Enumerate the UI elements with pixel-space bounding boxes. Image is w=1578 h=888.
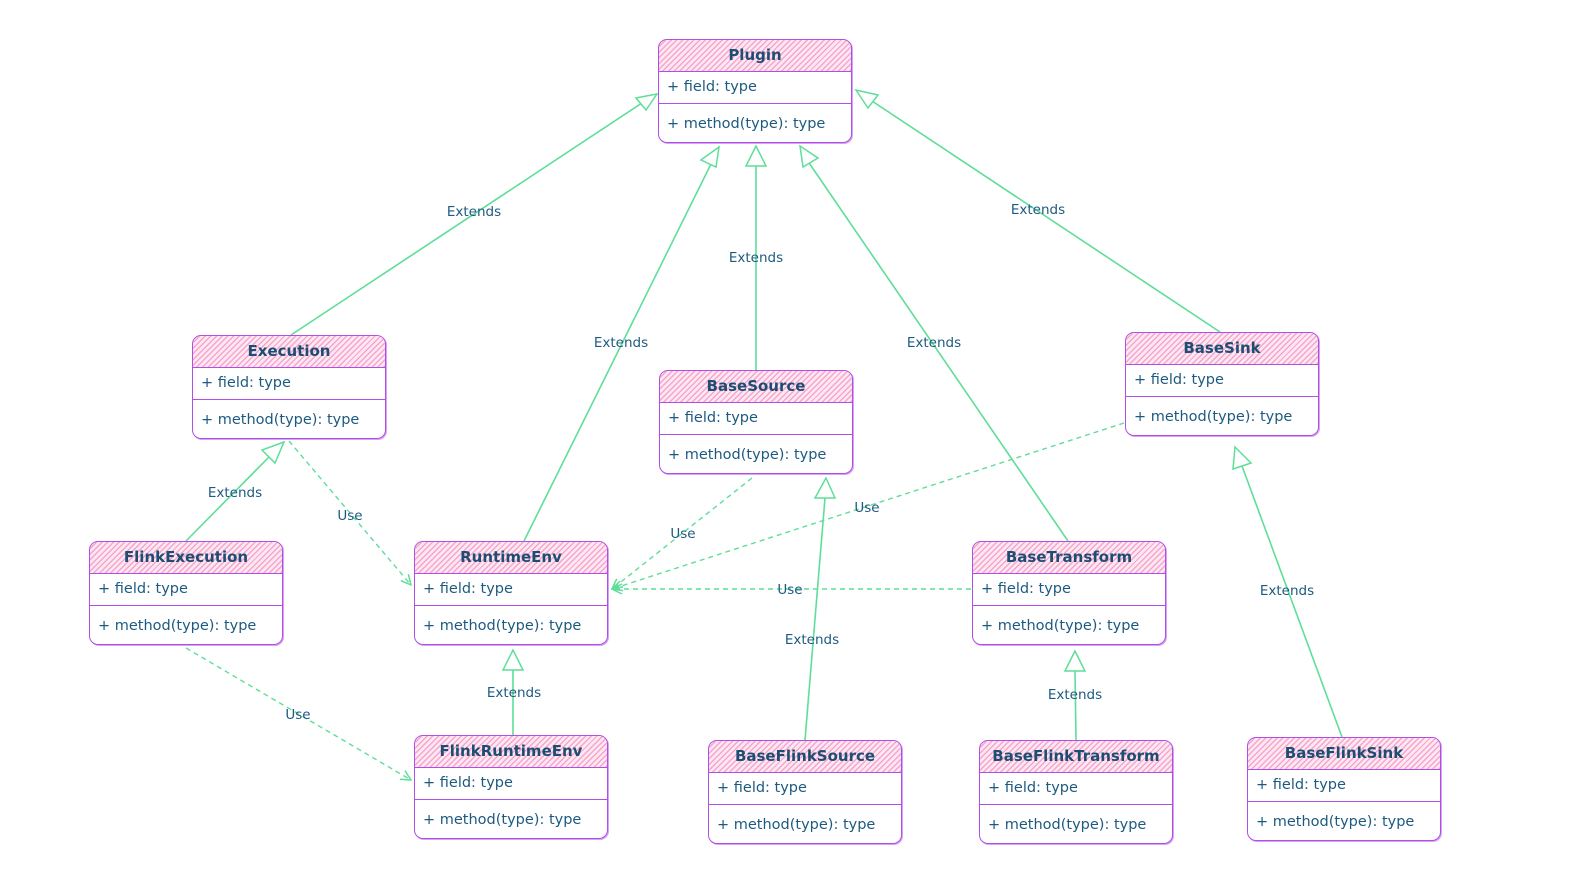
class-method: + method(type): type <box>98 618 257 634</box>
class-name: BaseFlinkSink <box>1248 738 1440 770</box>
class-field: + field: type <box>973 574 1165 606</box>
edge-label: Use <box>854 500 879 516</box>
class-flinkruntimeenv[interactable]: FlinkRuntimeEnv + field: type + method(t… <box>414 735 608 839</box>
class-field: + field: type <box>659 72 851 104</box>
class-method: + method(type): type <box>717 817 876 833</box>
edge-flinkexecution-use-flinkruntimeenv: Use <box>185 647 411 780</box>
edge-label: Extends <box>1260 583 1314 599</box>
class-baseflinksink[interactable]: BaseFlinkSink + field: type + method(typ… <box>1247 737 1441 841</box>
class-field: + field: type <box>980 773 1172 805</box>
class-method: + method(type): type <box>981 618 1140 634</box>
class-method: + method(type): type <box>668 447 827 463</box>
class-name: BaseSink <box>1126 333 1318 365</box>
class-field: + field: type <box>660 403 852 435</box>
inheritance-arrowhead <box>1063 649 1087 672</box>
edge-label: Extends <box>785 632 839 648</box>
class-field: + field: type <box>193 368 385 400</box>
inheritance-arrowhead <box>744 144 768 167</box>
class-field: + field: type <box>1248 770 1440 802</box>
edge-label: Extends <box>208 485 262 501</box>
edge-label: Use <box>337 508 362 524</box>
class-name: Execution <box>193 336 385 368</box>
edge-execution-use-runtimeenv: Use <box>288 440 411 585</box>
class-method: + method(type): type <box>1134 409 1293 425</box>
class-field: + field: type <box>415 768 607 800</box>
edge-label: Extends <box>729 250 783 266</box>
edge-label: Extends <box>447 204 501 220</box>
edge-label: Extends <box>1048 687 1102 703</box>
edge-baseflinksource-extends-basesource: Extends <box>785 476 839 741</box>
edge-label: Use <box>777 582 802 598</box>
edge-basetransform-use-runtimeenv: Use <box>612 582 971 598</box>
class-basesink[interactable]: BaseSink + field: type + method(type): t… <box>1125 332 1319 436</box>
class-flinkexecution[interactable]: FlinkExecution + field: type + method(ty… <box>89 541 283 645</box>
class-name: FlinkRuntimeEnv <box>415 736 607 768</box>
class-method: + method(type): type <box>423 812 582 828</box>
class-field: + field: type <box>90 574 282 606</box>
edge-label: Use <box>285 707 310 723</box>
inheritance-arrowhead <box>634 92 659 112</box>
class-method: + method(type): type <box>988 817 1147 833</box>
inheritance-arrowhead <box>260 440 286 465</box>
edge-baseflinktransform-extends-basetransform: Extends <box>1048 649 1102 741</box>
class-method: + method(type): type <box>1256 814 1415 830</box>
class-name: BaseFlinkSource <box>709 741 901 773</box>
class-method: + method(type): type <box>667 116 826 132</box>
edge-runtimeenv-extends-plugin: Extends <box>523 145 721 542</box>
class-runtimeenv[interactable]: RuntimeEnv + field: type + method(type):… <box>414 541 608 645</box>
edge-execution-extends-plugin: Extends <box>290 92 659 336</box>
class-baseflinksource[interactable]: BaseFlinkSource + field: type + method(t… <box>708 740 902 844</box>
class-name: Plugin <box>659 40 851 72</box>
inheritance-arrowhead <box>813 476 837 499</box>
class-name: FlinkExecution <box>90 542 282 574</box>
inheritance-arrowhead <box>501 648 525 671</box>
edge-baseflinksink-extends-basesink: Extends <box>1232 445 1343 738</box>
edge-label: Extends <box>487 685 541 701</box>
class-name: RuntimeEnv <box>415 542 607 574</box>
class-method: + method(type): type <box>423 618 582 634</box>
edge-basesource-extends-plugin: Extends <box>729 144 783 370</box>
class-name: BaseSource <box>660 371 852 403</box>
class-baseflinktransform[interactable]: BaseFlinkTransform + field: type + metho… <box>979 740 1173 844</box>
class-field: + field: type <box>709 773 901 805</box>
class-basetransform[interactable]: BaseTransform + field: type + method(typ… <box>972 541 1166 645</box>
edge-basetransform-extends-plugin: Extends <box>799 144 1069 542</box>
edge-label: Extends <box>594 335 648 351</box>
class-name: BaseFlinkTransform <box>980 741 1172 773</box>
inheritance-arrowhead <box>799 144 820 169</box>
edge-flinkruntimeenv-extends-runtimeenv: Extends <box>487 648 541 735</box>
edge-label: Extends <box>1011 202 1065 218</box>
edge-label: Extends <box>907 335 961 351</box>
class-method: + method(type): type <box>201 412 360 428</box>
edge-basesink-extends-plugin: Extends <box>854 88 1221 333</box>
inheritance-arrowhead <box>699 145 721 169</box>
edge-flinkexecution-extends-execution: Extends <box>185 440 286 542</box>
edge-basesink-use-runtimeenv: Use <box>612 422 1125 589</box>
inheritance-arrowhead <box>854 88 880 110</box>
edge-basesource-use-runtimeenv: Use <box>612 477 753 589</box>
class-field: + field: type <box>1126 365 1318 397</box>
class-basesource[interactable]: BaseSource + field: type + method(type):… <box>659 370 853 474</box>
inheritance-arrowhead <box>1232 445 1253 471</box>
class-name: BaseTransform <box>973 542 1165 574</box>
class-plugin[interactable]: Plugin + field: type + method(type): typ… <box>658 39 852 143</box>
edge-label: Use <box>670 526 695 542</box>
class-execution[interactable]: Execution + field: type + method(type): … <box>192 335 386 439</box>
class-field: + field: type <box>415 574 607 606</box>
